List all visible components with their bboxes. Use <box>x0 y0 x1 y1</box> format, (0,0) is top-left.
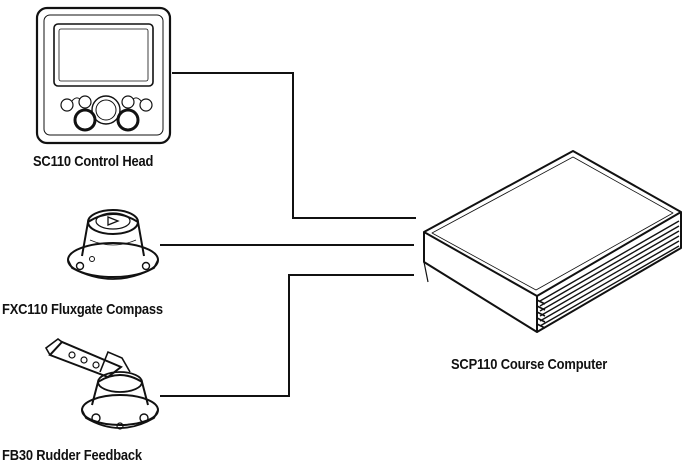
rudder-feedback-label: FB30 Rudder Feedback <box>2 447 142 464</box>
wire-rudder <box>160 274 414 397</box>
wire-control-head <box>172 72 416 219</box>
compass-icon <box>67 209 159 280</box>
connection-wires <box>160 72 416 397</box>
compass-label: FXC110 Fluxgate Compass <box>2 301 163 318</box>
course-computer-label: SCP110 Course Computer <box>451 356 608 373</box>
computer-box-icon <box>423 150 682 333</box>
display-head-icon <box>35 6 172 145</box>
rudder-sensor-icon <box>44 338 159 430</box>
control-head-label: SC110 Control Head <box>33 153 154 170</box>
